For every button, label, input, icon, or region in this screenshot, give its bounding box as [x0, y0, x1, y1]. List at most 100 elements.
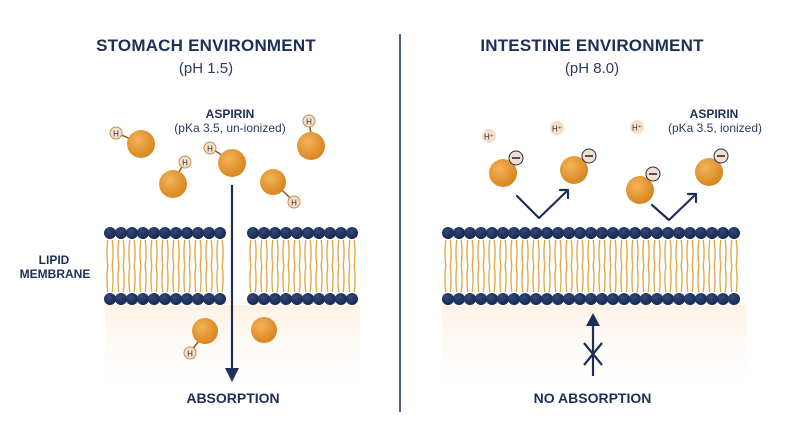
lipid-tail — [587, 239, 590, 267]
lipid-head — [530, 293, 542, 305]
svg-text:H: H — [182, 159, 188, 168]
lipid-tail — [111, 239, 114, 267]
lipid-tail — [603, 239, 606, 267]
lipid-tail — [183, 239, 186, 267]
lipid-tail — [282, 265, 285, 293]
lipid-head — [442, 227, 454, 239]
lipid-head — [203, 293, 215, 305]
membrane-label-line2: MEMBRANE — [19, 267, 91, 281]
lipid-tail — [326, 239, 329, 267]
lipid-tail — [482, 265, 485, 293]
lipid-tail — [521, 239, 524, 267]
lipid-head — [552, 227, 564, 239]
lipid-head — [607, 227, 619, 239]
lipid-tail — [460, 239, 463, 267]
lipid-head — [258, 293, 270, 305]
lipid-tail — [337, 239, 340, 267]
lipid-tail — [576, 239, 579, 267]
lipid-tail — [504, 265, 507, 293]
lipid-tail — [713, 239, 716, 267]
lipid-tail — [199, 239, 202, 267]
lipid-tail — [221, 265, 224, 293]
lipid-tail — [658, 239, 661, 267]
lipid-tail — [686, 265, 689, 293]
intestine-title: INTESTINE ENVIRONMENT — [480, 36, 704, 55]
lipid-head — [519, 227, 531, 239]
lipid-head — [324, 293, 336, 305]
aspirin-ion — [489, 159, 517, 187]
lipid-head — [181, 293, 193, 305]
lipid-tail — [581, 239, 584, 267]
lipid-tail — [620, 265, 623, 293]
lipid-head — [137, 227, 149, 239]
lipid-tail — [117, 239, 120, 267]
lipid-head — [181, 227, 193, 239]
lipid-tail — [331, 239, 334, 267]
lipid-tail — [260, 265, 263, 293]
lipid-tail — [559, 265, 562, 293]
lipid-head — [258, 227, 270, 239]
lipid-tail — [735, 265, 738, 293]
lipid-head — [541, 293, 553, 305]
lipid-tail — [625, 265, 628, 293]
lipid-tail — [122, 239, 125, 267]
intestine-aspirin-state: (pKa 3.5, ionized) — [667, 121, 763, 135]
lipid-head — [126, 293, 138, 305]
aspirin-ion — [626, 176, 654, 204]
lipid-head — [280, 293, 292, 305]
lipid-tail — [488, 239, 491, 267]
lipid-head — [585, 293, 597, 305]
lipid-tail — [521, 265, 524, 293]
lipid-tail — [708, 239, 711, 267]
lipid-tail — [249, 265, 252, 293]
lipid-tail — [636, 239, 639, 267]
intestine-ph: (pH 8.0) — [564, 60, 620, 77]
lipid-tail — [320, 265, 323, 293]
lipid-tail — [172, 265, 175, 293]
lipid-tail — [620, 239, 623, 267]
lipid-tail — [554, 239, 557, 267]
aspirin-molecule — [218, 149, 246, 177]
lipid-tail — [493, 265, 496, 293]
lipid-head — [159, 293, 171, 305]
lipid-tail — [172, 239, 175, 267]
lipid-tail — [276, 265, 279, 293]
lipid-tail — [133, 265, 136, 293]
lipid-tail — [199, 265, 202, 293]
lipid-head — [508, 227, 520, 239]
lipid-head — [662, 293, 674, 305]
lipid-tail — [603, 265, 606, 293]
lipid-head — [442, 293, 454, 305]
lipid-tail — [150, 239, 153, 267]
lipid-tail — [570, 265, 573, 293]
lipid-tail — [719, 265, 722, 293]
lipid-head — [104, 293, 116, 305]
lipid-tail — [565, 265, 568, 293]
lipid-head — [115, 227, 127, 239]
lipid-tail — [315, 265, 318, 293]
lipid-tail — [205, 265, 208, 293]
lipid-tail — [504, 239, 507, 267]
aspirin-molecule — [260, 169, 286, 195]
lipid-tail — [133, 239, 136, 267]
hydrogen-atom — [178, 155, 192, 169]
lipid-tail — [353, 239, 356, 267]
lipid-head — [475, 293, 487, 305]
lipid-tail — [265, 239, 268, 267]
lipid-tail — [298, 265, 301, 293]
lipid-tail — [554, 265, 557, 293]
lipid-head — [104, 227, 116, 239]
lipid-tail — [466, 265, 469, 293]
lipid-head — [170, 293, 182, 305]
lipid-tail — [449, 265, 452, 293]
lipid-tail — [221, 239, 224, 267]
lipid-head — [302, 227, 314, 239]
lipid-tail — [686, 239, 689, 267]
lipid-head — [192, 227, 204, 239]
lipid-tail — [315, 239, 318, 267]
lipid-tail — [271, 239, 274, 267]
lipid-head — [574, 227, 586, 239]
lipid-tail — [499, 239, 502, 267]
lipid-tail — [697, 265, 700, 293]
lipid-head — [706, 293, 718, 305]
